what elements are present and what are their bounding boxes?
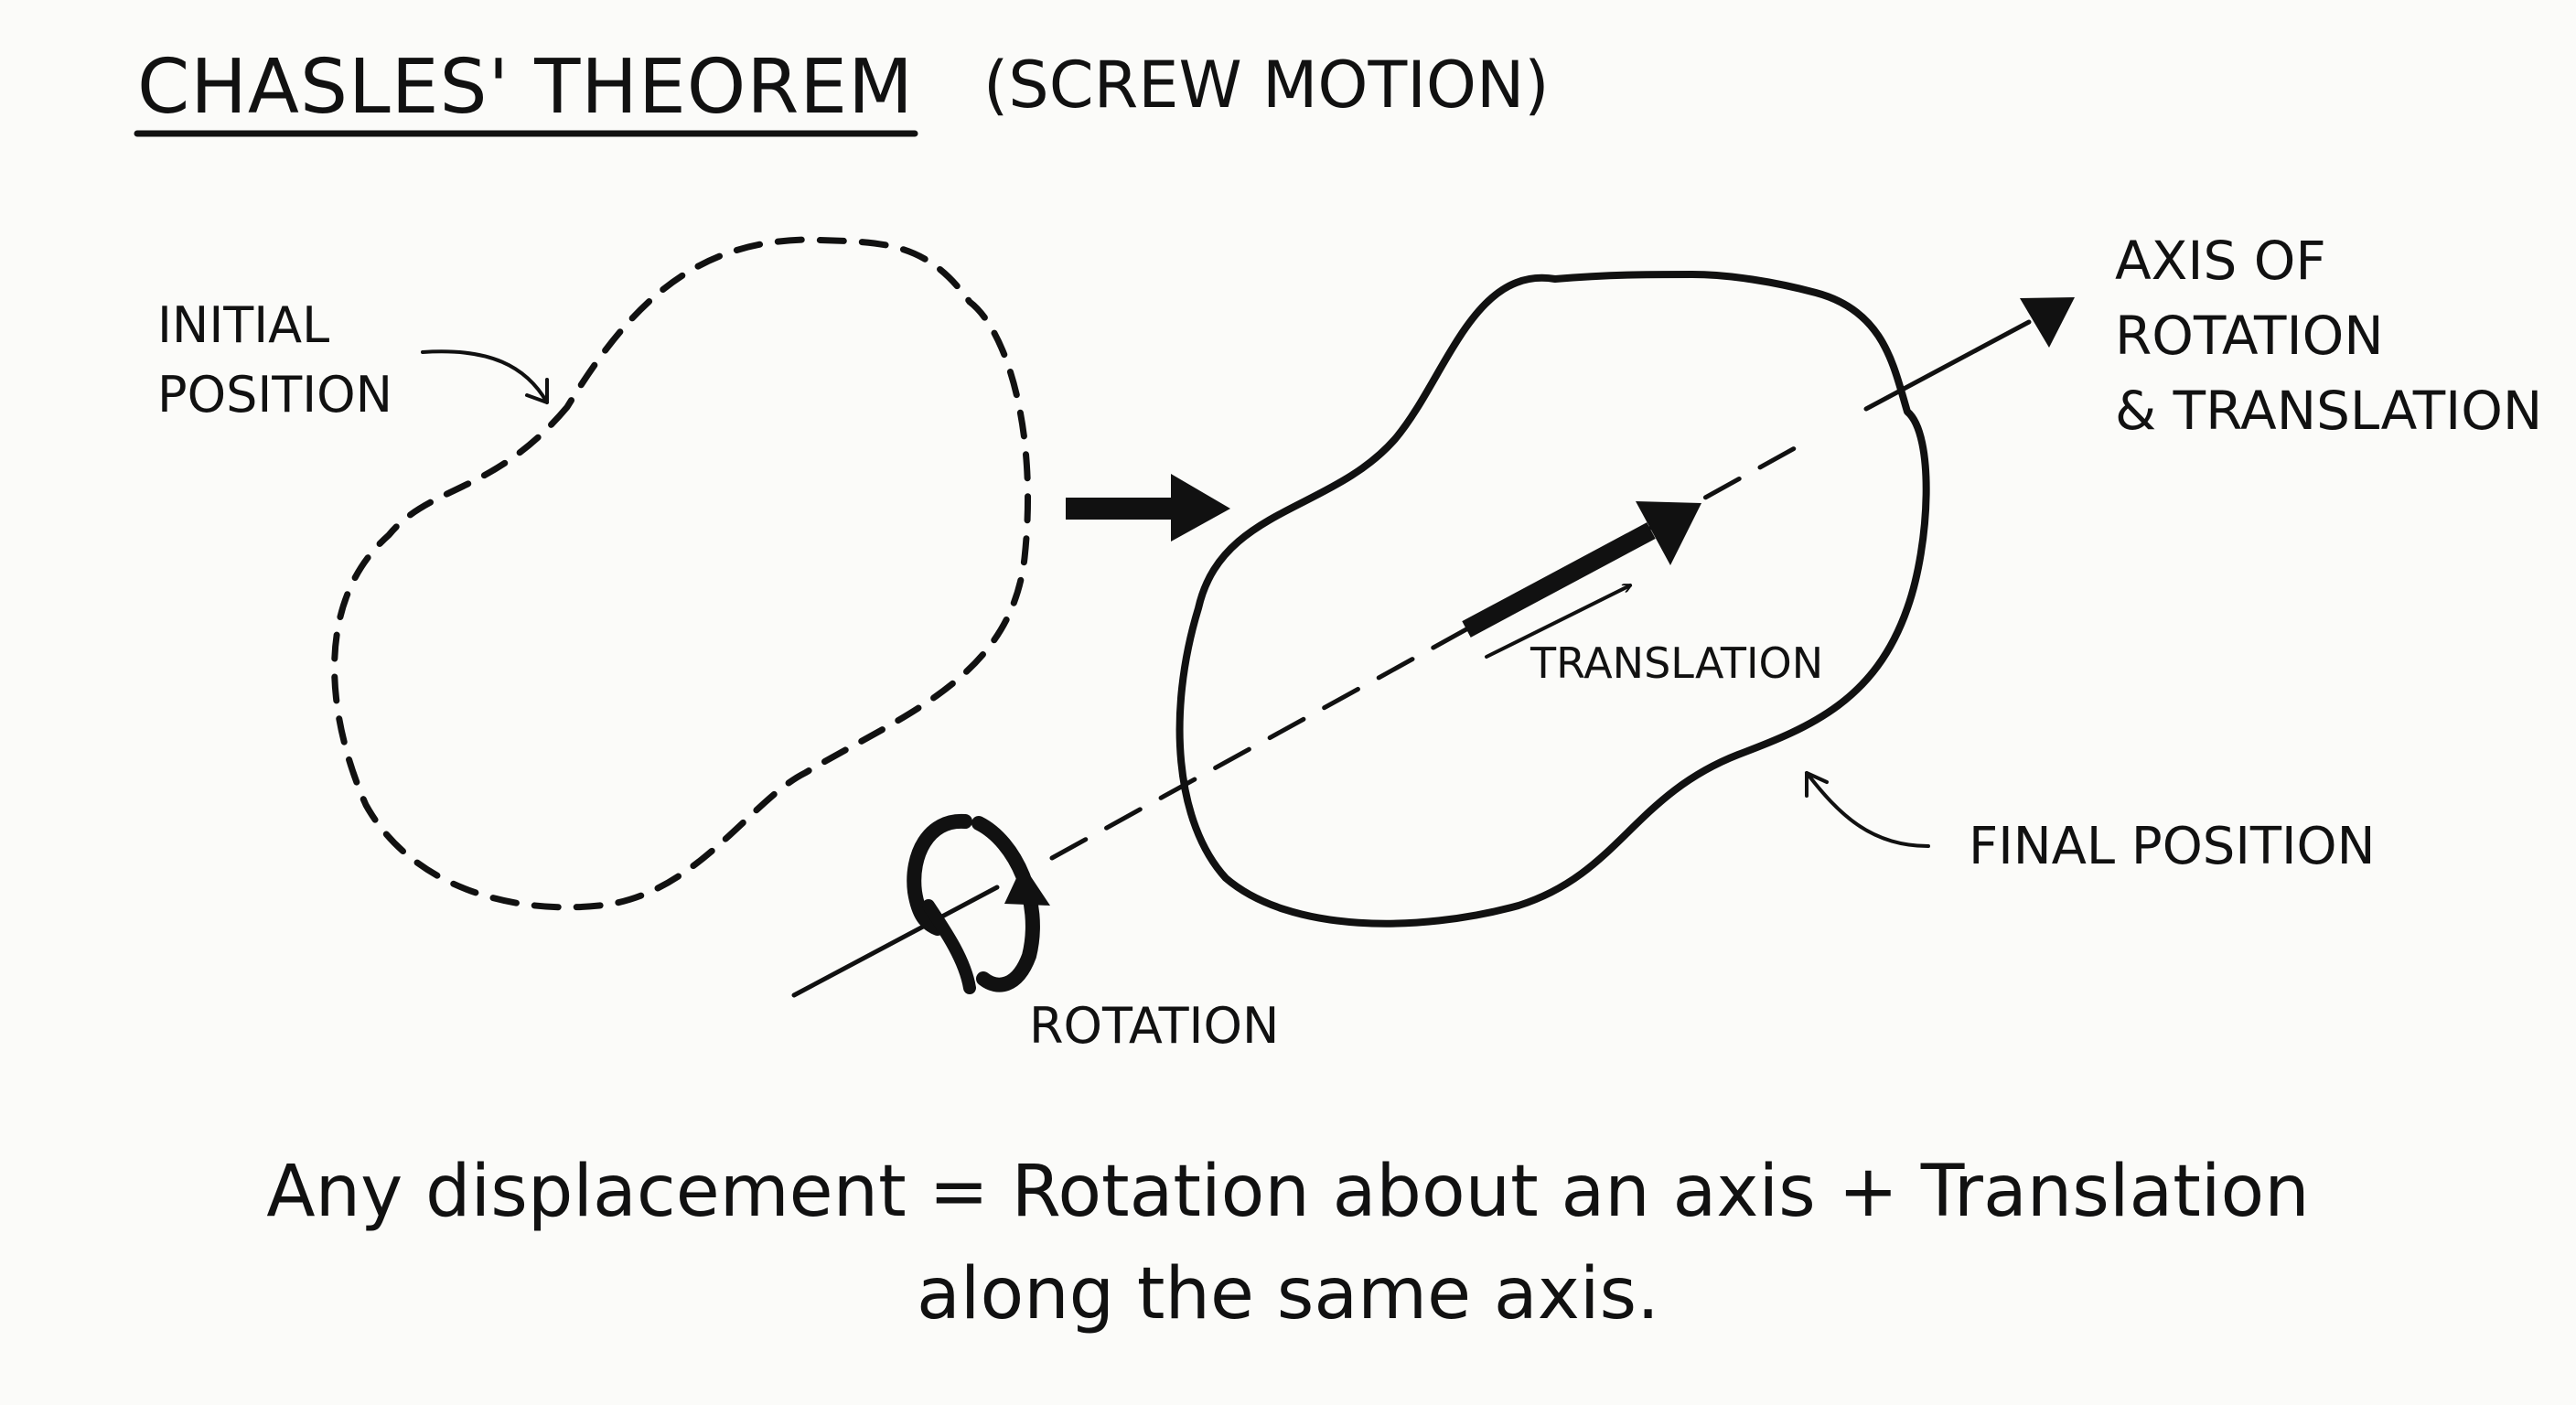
equation-line2: along the same axis.: [917, 1253, 1659, 1335]
initial-position-leader: [421, 349, 549, 404]
rotation-arrowhead: [1004, 864, 1050, 906]
initial-position-leader-arrowhead: [525, 378, 549, 404]
rotation-arrow-lower: [922, 899, 976, 994]
displacement-arrow-shaft: [1066, 498, 1175, 520]
axis-arrowhead: [2020, 297, 2075, 348]
initial-position-label-line2: POSITION: [157, 366, 393, 424]
axis-label-line3: & TRANSLATION: [2115, 380, 2543, 442]
axis-label-line2: ROTATION: [2115, 305, 2384, 367]
equation-line1: Any displacement = Rotation about an axi…: [266, 1151, 2310, 1233]
displacement-arrow-head: [1171, 474, 1230, 542]
final-position-shape: [1175, 271, 1930, 928]
translation-arrow-shaft: [1462, 522, 1656, 638]
axis-label: AXIS OF ROTATION & TRANSLATION: [2115, 223, 2542, 448]
initial-position-shape: [331, 236, 1032, 911]
final-position-leader-arrowhead: [1805, 771, 1829, 798]
translation-arrow-head: [1636, 501, 1701, 565]
final-position-label: FINAL POSITION: [1969, 817, 2376, 876]
axis-label-line1: AXIS OF: [2115, 230, 2326, 292]
initial-position-label: INITIAL POSITION: [157, 291, 392, 430]
rotation-arrow-front: [971, 816, 1040, 992]
rotation-arrow-back: [907, 813, 972, 936]
page-title: CHASLES' THEOREM: [137, 44, 914, 131]
final-position-leader: [1805, 771, 1930, 848]
translation-label: TRANSLATION: [1530, 638, 1824, 688]
translation-thin-arrow: [1485, 584, 1630, 659]
rotation-label: ROTATION: [1029, 997, 1280, 1055]
axis-line-lower: [791, 885, 1000, 998]
initial-position-label-line1: INITIAL: [157, 296, 330, 354]
page-subtitle: (SCREW MOTION): [983, 48, 1550, 123]
axis-line-upper: [1863, 319, 2032, 412]
